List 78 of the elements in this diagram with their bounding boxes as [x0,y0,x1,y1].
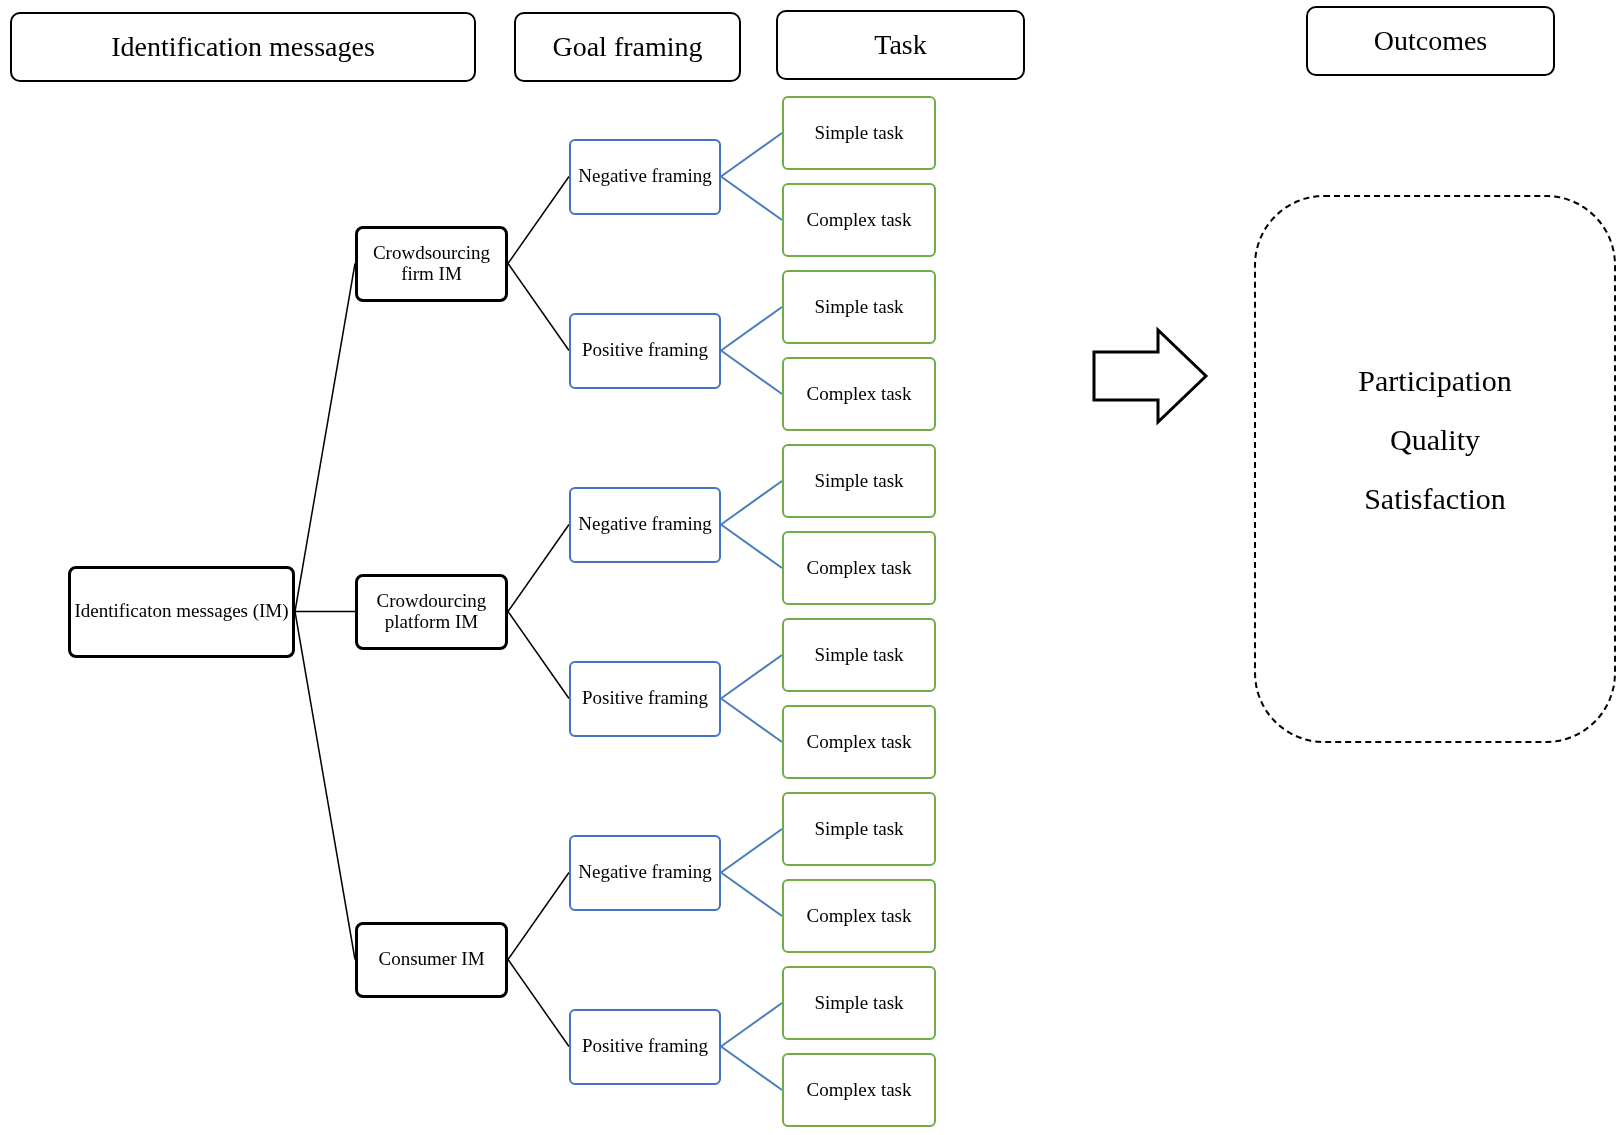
task-box [782,531,936,605]
task-box [782,270,936,344]
task-box [782,792,936,866]
task-label: Simple task [814,470,904,492]
connector-line [507,610,570,700]
header-box [10,12,476,82]
header-box [776,10,1025,80]
task-box [782,357,936,431]
task-box [782,96,936,170]
concept-label: Crowdourcing platform IM [375,590,488,633]
concept-box [355,225,508,302]
task-label: Complex task [806,1079,912,1101]
outcome-label: Satisfaction [1364,481,1506,515]
framing-label: Negative framing [578,166,712,187]
header-label: Outcomes [1373,25,1488,57]
framing-box [569,660,721,737]
connector-line [720,349,783,395]
framing-box [569,834,721,911]
connector-line [720,175,783,221]
task-box [782,444,936,518]
connector-line [720,1002,783,1048]
task-label: Simple task [814,644,904,666]
concept-label: Identificaton messages (IM) [74,601,289,622]
concept-box [68,565,295,658]
connector-line [294,610,356,613]
concept-label: Consumer IM [378,949,485,970]
task-label: Complex task [806,731,912,753]
connector-line [507,523,570,613]
concept-label: Crowdsourcing firm IM [371,242,492,285]
connector-line [294,610,356,961]
connector-line [720,1045,783,1091]
concept-box [355,573,508,650]
header-box [1306,6,1555,76]
framing-label: Negative framing [578,862,712,883]
connector-line [720,523,783,569]
task-box [782,183,936,257]
task-box [782,879,936,953]
task-label: Simple task [814,992,904,1014]
framing-label: Positive framing [581,688,709,709]
framing-box [569,486,721,563]
task-box [782,966,936,1040]
connector-line [507,958,570,1048]
task-label: Simple task [814,818,904,840]
task-label: Simple task [814,296,904,318]
task-label: Simple task [814,122,904,144]
block-arrow [1092,326,1209,426]
connector-line [294,262,356,613]
header-box [514,12,741,82]
connector-line [720,828,783,874]
outcome-label: Quality [1390,422,1480,456]
header-label: Task [874,29,927,61]
task-label: Complex task [806,383,912,405]
header-label: Identification messages [111,31,375,63]
framing-label: Positive framing [581,340,709,361]
connector-line [720,654,783,700]
outcome-label: Participation [1358,363,1512,397]
connector-line [720,306,783,352]
framing-box [569,138,721,215]
task-box [782,618,936,692]
header-label: Goal framing [552,31,703,63]
task-box [782,1053,936,1127]
connector-line [720,697,783,743]
concept-box [355,921,508,998]
connector-line [507,175,570,265]
task-label: Complex task [806,209,912,231]
connector-line [507,871,570,961]
task-label: Complex task [806,557,912,579]
framing-box [569,1008,721,1085]
outcomes-box [1254,195,1616,743]
task-box [782,705,936,779]
connector-line [720,480,783,526]
connector-line [720,132,783,178]
task-label: Complex task [806,905,912,927]
framing-label: Negative framing [578,514,712,535]
connector-line [507,262,570,352]
connector-line [720,871,783,917]
framing-label: Positive framing [581,1036,709,1057]
framing-box [569,312,721,389]
